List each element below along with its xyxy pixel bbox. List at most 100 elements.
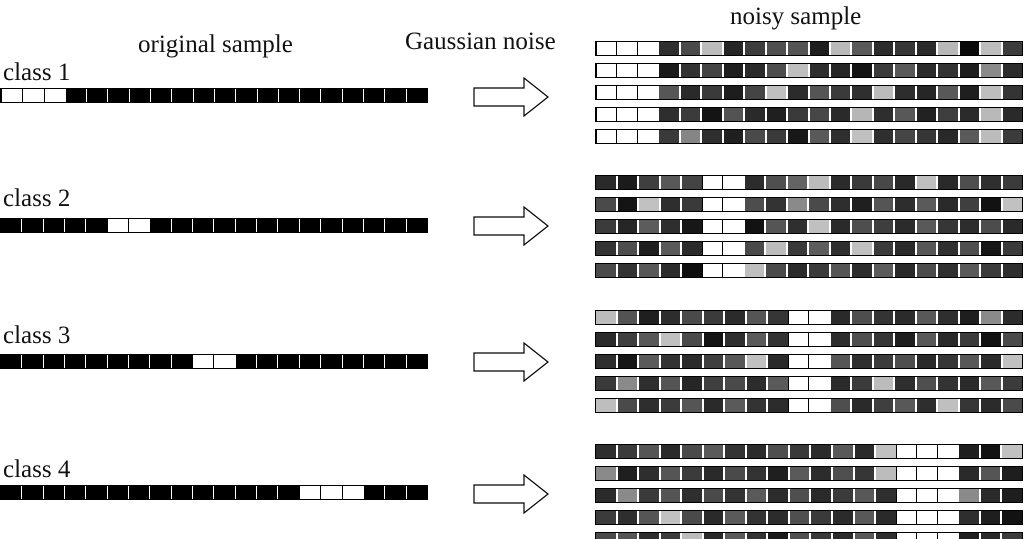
noise-cell <box>914 64 937 77</box>
noise-cell <box>680 220 702 233</box>
noisy-strip-class-2-row-1 <box>595 175 1023 190</box>
active-cell <box>636 86 658 99</box>
noise-cell <box>936 86 958 99</box>
noisy-strip-class-3-row-5 <box>595 398 1023 413</box>
class-3-label: class 3 <box>3 322 71 349</box>
noise-cell <box>596 311 616 324</box>
noise-cell <box>680 242 702 255</box>
noise-cell <box>764 176 786 189</box>
noise-cell <box>701 311 723 324</box>
class-4-label: class 4 <box>3 456 71 483</box>
inactive-cell <box>1 486 22 499</box>
noise-cell <box>936 333 958 346</box>
inactive-cell <box>1 219 22 232</box>
noise-cell <box>615 333 637 346</box>
noise-cell <box>680 377 702 390</box>
noise-cell <box>850 64 872 77</box>
noise-cell <box>744 511 767 524</box>
noise-cell <box>744 355 766 368</box>
noise-cell <box>657 108 679 121</box>
noise-cell <box>658 176 680 189</box>
noise-cell <box>658 355 680 368</box>
noise-cell <box>978 467 1001 480</box>
inactive-cell <box>192 89 214 102</box>
active-cell <box>128 219 150 232</box>
active-cell <box>936 445 958 458</box>
noise-cell <box>658 489 681 502</box>
noise-cell <box>957 511 979 524</box>
noise-cell <box>893 42 915 55</box>
noise-cell <box>979 399 1001 412</box>
noise-cell <box>914 242 936 255</box>
noise-cell <box>871 176 893 189</box>
header-noisy-sample: noisy sample <box>730 3 862 30</box>
active-cell <box>22 89 44 102</box>
original-strip-class-4 <box>0 485 428 500</box>
noise-cell <box>637 198 659 211</box>
noise-cell <box>914 399 936 412</box>
noise-cell <box>1000 511 1022 524</box>
noise-cell <box>893 264 915 277</box>
inactive-cell <box>170 219 193 232</box>
noise-cell <box>678 64 701 77</box>
noise-cell <box>914 377 936 390</box>
noise-cell <box>723 489 745 502</box>
noise-cell <box>680 355 702 368</box>
noise-cell <box>893 220 915 233</box>
noise-cell <box>850 311 872 324</box>
noise-cell <box>809 533 832 539</box>
original-strip-class-3 <box>0 354 428 369</box>
noise-cell <box>874 489 896 502</box>
noise-cell <box>637 242 659 255</box>
noise-cell <box>723 467 745 480</box>
noise-cell <box>850 377 872 390</box>
noise-cell <box>615 176 637 189</box>
inactive-cell <box>150 89 172 102</box>
inactive-cell <box>341 355 363 368</box>
active-cell <box>787 377 808 390</box>
inactive-cell <box>85 355 107 368</box>
noise-cell <box>957 355 979 368</box>
noise-cell <box>701 533 724 539</box>
noise-cell <box>957 311 979 324</box>
noise-cell <box>637 311 659 324</box>
noise-cell <box>936 108 958 121</box>
noise-cell <box>785 176 807 189</box>
inactive-cell <box>128 486 150 499</box>
inactive-cell <box>384 486 406 499</box>
noise-cell <box>596 333 616 346</box>
noise-cell <box>743 64 765 77</box>
noise-cell <box>893 333 915 346</box>
inactive-cell <box>405 486 427 499</box>
active-cell <box>298 486 321 499</box>
noise-cell <box>723 445 745 458</box>
noise-cell <box>723 533 745 539</box>
noise-cell <box>850 108 872 121</box>
noisy-strip-class-1-row-1 <box>595 41 1023 56</box>
inactive-cell <box>256 486 278 499</box>
noise-cell <box>978 533 1001 539</box>
noise-cell <box>807 86 829 99</box>
noise-cell <box>596 176 616 189</box>
noise-cell <box>766 333 788 346</box>
noise-cell <box>637 264 659 277</box>
noise-cell <box>957 130 980 143</box>
noise-cell <box>721 108 744 121</box>
noise-cell <box>764 130 787 143</box>
noise-cell <box>700 130 722 143</box>
noise-cell <box>807 42 829 55</box>
inactive-cell <box>256 89 278 102</box>
noise-cell <box>936 64 958 77</box>
noise-cell <box>615 220 637 233</box>
active-cell <box>701 198 722 211</box>
inactive-cell <box>405 219 427 232</box>
noise-cell <box>615 264 637 277</box>
inactive-cell <box>21 219 43 232</box>
noise-cell <box>957 489 979 502</box>
noise-cell <box>766 355 788 368</box>
inactive-cell <box>128 355 150 368</box>
noisy-strip-class-4-row-2 <box>595 466 1023 481</box>
inactive-cell <box>277 355 299 368</box>
inactive-cell <box>170 486 193 499</box>
noise-cell <box>979 130 1001 143</box>
